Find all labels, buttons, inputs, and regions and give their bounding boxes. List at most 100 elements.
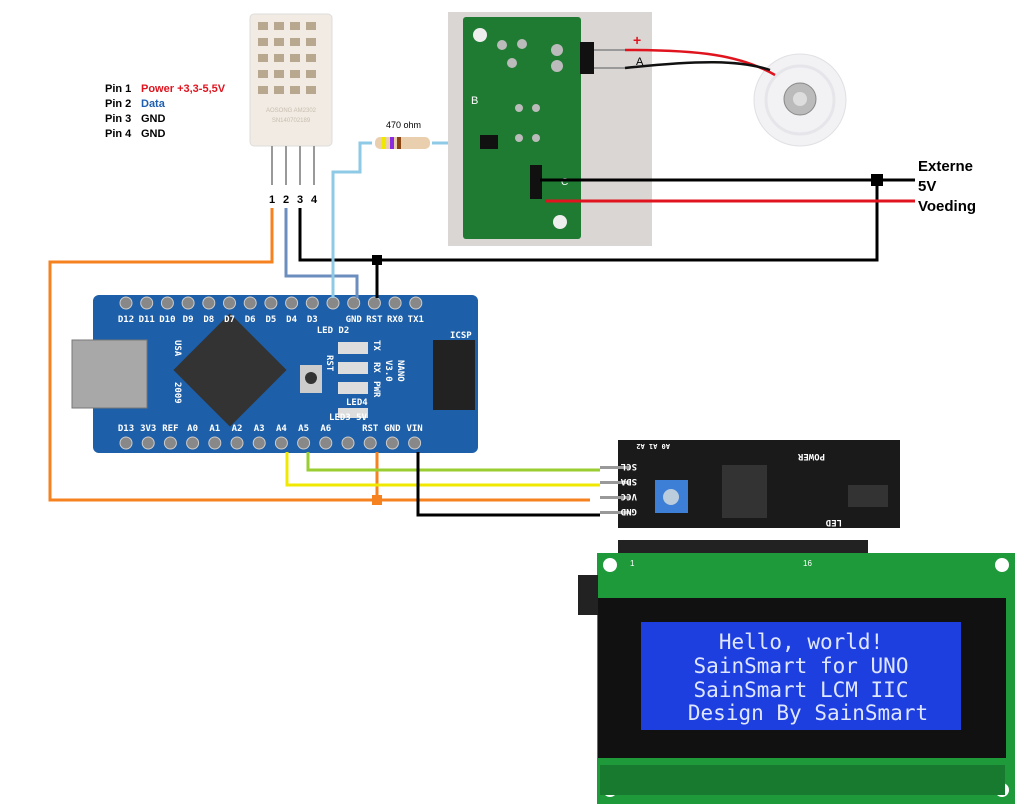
nano-pin — [385, 436, 399, 450]
nano-pin — [285, 296, 299, 310]
nano-pin — [326, 296, 340, 310]
nano-pin-label: VIN — [406, 424, 422, 434]
nano-pin — [367, 296, 381, 310]
i2c-pin-label: GND — [620, 506, 637, 516]
nano-pin — [408, 436, 422, 450]
i2c-pin-label: VCC — [621, 491, 637, 501]
power-label-line: Voeding — [918, 198, 976, 215]
legend-desc: Data — [141, 98, 166, 110]
i2c-label: A0 A1 A2 — [636, 442, 670, 450]
i2c-pin-label: SCL — [620, 461, 637, 471]
nano-text: V3.0 — [383, 360, 393, 382]
power-label-line: Externe — [918, 158, 973, 175]
nano-pin — [163, 436, 177, 450]
legend-desc: GND — [141, 128, 166, 140]
nano-pin — [363, 436, 377, 450]
nano-pin — [341, 436, 355, 450]
piezo-atomizer-disc — [624, 48, 847, 147]
lcd-line-4: Design By SainSmart — [688, 701, 928, 725]
legend-pin: Pin 4 — [105, 128, 132, 140]
nano-pin-label: A5 — [298, 424, 309, 434]
nano-text: USA — [172, 340, 182, 357]
nano-pin — [252, 436, 266, 450]
nano-pin — [140, 296, 154, 310]
nano-pin — [160, 296, 174, 310]
nano-pin-label: 3V3 — [140, 424, 156, 434]
nano-pin — [186, 436, 200, 450]
nano-text: LED4 — [346, 398, 368, 408]
nano-pin-label: D5 — [265, 315, 276, 325]
power-label: Externe 5V Voeding — [918, 158, 976, 215]
nano-pin-label: A0 — [187, 424, 198, 434]
junction — [372, 255, 382, 265]
nano-text: NANO — [395, 360, 405, 382]
nano-pin-label: D11 — [139, 315, 155, 325]
nano-text: RX — [371, 362, 381, 373]
nano-pin-label: D12 — [118, 315, 134, 325]
nano-pin-label: LED D2 — [317, 326, 350, 336]
junction — [372, 495, 382, 505]
nano-pin-label: D10 — [159, 315, 175, 325]
board-label-plus: + — [633, 32, 641, 48]
pin-number: 2 — [283, 194, 289, 206]
nano-pin — [223, 296, 236, 310]
legend-pin: Pin 3 — [105, 113, 131, 125]
nano-pin-label: D13 — [118, 424, 134, 434]
nano-pin — [230, 436, 244, 450]
junction — [871, 174, 883, 186]
nano-pin-label: A2 — [232, 424, 243, 434]
nano-pin-label: RX0 — [387, 315, 403, 325]
nano-text: RST — [324, 355, 334, 372]
board-label-a: A — [636, 56, 644, 68]
i2c-backpack-module: SCL SDA VCC GND POWER LED A0 A1 A2 — [600, 440, 900, 554]
nano-text: 2009 — [172, 382, 182, 404]
nano-pin-label: D7 — [224, 315, 235, 325]
i2c-label: LED — [825, 517, 842, 527]
nano-pin-label: A4 — [276, 424, 287, 434]
resistor-470-ohm: 470 ohm — [375, 120, 430, 149]
pin-number: 1 — [269, 194, 275, 206]
dht22-sensor: AOSONG AM2302 SN140702189 1 2 3 4 — [249, 13, 333, 206]
nano-pin-label: D3 — [307, 315, 318, 325]
nano-pin — [264, 296, 278, 310]
lcd-pin-mark: 16 — [803, 559, 812, 568]
nano-pin — [119, 436, 133, 450]
wire-sda-yellow — [285, 452, 600, 487]
pin-legend: Pin 1 Power +3,3-5,5V Pin 2 Data Pin 3 G… — [105, 83, 226, 140]
pin-number: 3 — [297, 194, 303, 206]
nano-pin — [202, 296, 216, 310]
nano-pin-label: GND — [346, 315, 363, 325]
board-label-b: B — [471, 95, 478, 107]
board-label-c: C — [561, 177, 568, 188]
pin-number: 4 — [311, 194, 318, 206]
nano-pin — [119, 296, 133, 310]
power-label-line: 5V — [918, 178, 936, 195]
sensor-marking: AOSONG AM2302 — [266, 108, 317, 114]
wire-scl-lime — [306, 452, 600, 472]
nano-pin — [297, 436, 311, 450]
lcd-2004-display: 1 16 Hello, world! SainSmart for UNO Sai… — [578, 553, 1015, 804]
wire-power-orange — [48, 208, 590, 502]
lcd-pin-mark: 1 — [630, 559, 635, 568]
wire-d3-lightblue — [331, 141, 372, 298]
wire-data — [284, 208, 359, 298]
nano-text: TX — [371, 340, 381, 351]
wires — [48, 141, 915, 517]
nano-pin-label: A6 — [320, 424, 331, 434]
lcd-line-2: SainSmart for UNO — [694, 654, 909, 678]
nano-pin — [274, 436, 288, 450]
legend-desc: Power +3,3-5,5V — [141, 83, 226, 95]
nano-pin — [409, 296, 423, 310]
nano-pin-label: RST — [362, 424, 379, 434]
legend-desc: GND — [141, 113, 166, 125]
nano-text: PWR — [371, 381, 381, 398]
nano-pin-label: GND — [384, 424, 401, 434]
humidifier-driver-board: B + A C — [448, 12, 652, 246]
nano-pin — [141, 436, 155, 450]
lcd-line-1: Hello, world! — [719, 630, 883, 654]
nano-pin-label: RST — [366, 315, 383, 325]
nano-pin-label: TX1 — [408, 315, 424, 325]
